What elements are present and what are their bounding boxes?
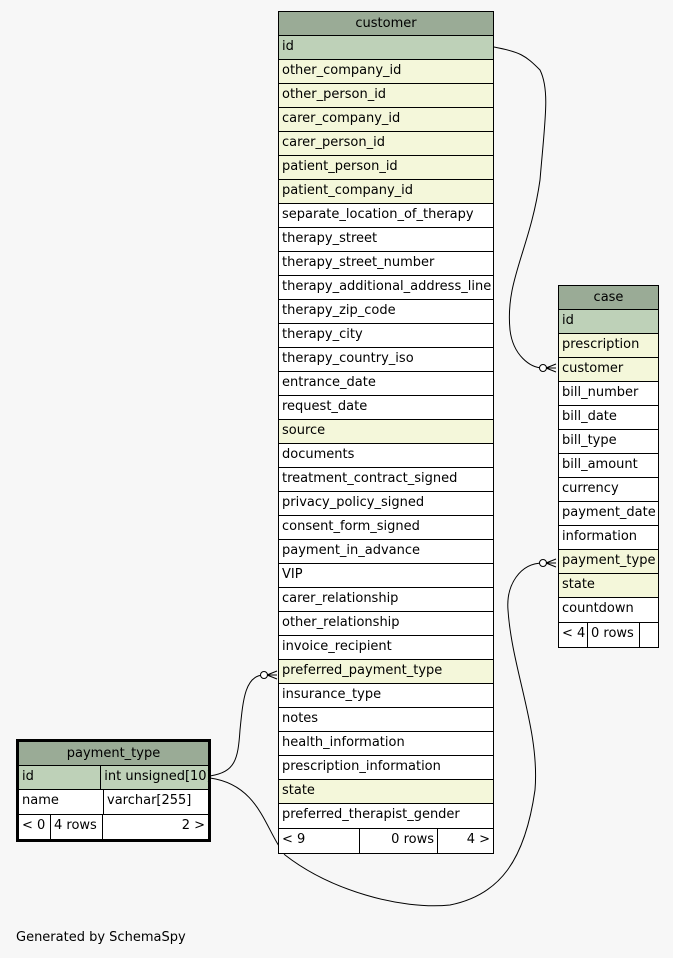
case-column-bill-number: bill_number: [559, 382, 658, 406]
customer-column-vip: VIP: [279, 564, 493, 588]
customer-column-notes: notes: [279, 708, 493, 732]
payment-type-table-header: payment_type: [19, 742, 208, 766]
customer-table-header: customer: [279, 12, 493, 36]
customer-table-footer: < 9 0 rows 4 >: [279, 828, 493, 853]
case-column-payment-date: payment_date: [559, 502, 658, 526]
case-column-bill-date: bill_date: [559, 406, 658, 430]
customer-column-therapy-city: therapy_city: [279, 324, 493, 348]
case-column-information: information: [559, 526, 658, 550]
customer-column-health-information: health_information: [279, 732, 493, 756]
customer-children-count: 4 >: [466, 832, 490, 847]
customer-column-other-person-id: other_person_id: [279, 84, 493, 108]
column-type: varchar[255]: [107, 793, 192, 808]
case-column-prescription: prescription: [559, 334, 658, 358]
edge-payment-type-customer-end: [260, 671, 268, 679]
customer-column-other-relationship: other_relationship: [279, 612, 493, 636]
case-column-bill-type: bill_type: [559, 430, 658, 454]
customer-row-count: 0 rows: [360, 829, 438, 853]
case-parents-count: < 4: [559, 623, 588, 647]
customer-column-prescription-information: prescription_information: [279, 756, 493, 780]
customer-column-other-company-id: other_company_id: [279, 60, 493, 84]
case-row-count: 0 rows: [588, 623, 640, 647]
customer-column-therapy-street-number: therapy_street_number: [279, 252, 493, 276]
column-name: id: [19, 766, 102, 789]
case-column-payment-type: payment_type: [559, 550, 658, 574]
customer-column-insurance-type: insurance_type: [279, 684, 493, 708]
generated-by-label: Generated by SchemaSpy: [16, 930, 186, 945]
customer-column-patient-person-id: patient_person_id: [279, 156, 493, 180]
customer-column-therapy-street: therapy_street: [279, 228, 493, 252]
payment-type-row-count: 4 rows: [51, 815, 103, 839]
customer-column-invoice-recipient: invoice_recipient: [279, 636, 493, 660]
case-table-footer: < 4 0 rows: [559, 622, 658, 647]
customer-column-entrance-date: entrance_date: [279, 372, 493, 396]
customer-column-therapy-country-iso: therapy_country_iso: [279, 348, 493, 372]
case-column-customer: customer: [559, 358, 658, 382]
case-table-header: case: [559, 286, 658, 310]
customer-column-carer-relationship: carer_relationship: [279, 588, 493, 612]
customer-column-carer-company-id: carer_company_id: [279, 108, 493, 132]
payment-type-children-count: 2 >: [181, 818, 205, 833]
customer-parents-count: < 9: [279, 829, 360, 853]
customer-column-preferred-therapist-gender: preferred_therapist_gender: [279, 804, 493, 828]
payment-type-parents-count: < 0: [19, 815, 51, 839]
customer-column-patient-company-id: patient_company_id: [279, 180, 493, 204]
customer-column-treatment-contract-signed: treatment_contract_signed: [279, 468, 493, 492]
edge-customer-case-end: [539, 364, 547, 372]
case-children-count: [640, 623, 658, 647]
customer-column-carer-person-id: carer_person_id: [279, 132, 493, 156]
case-column-currency: currency: [559, 478, 658, 502]
customer-column-separate-location-of-therapy: separate_location_of_therapy: [279, 204, 493, 228]
case-column-id: id: [559, 310, 658, 334]
customer-column-therapy-additional-address-line: therapy_additional_address_line: [279, 276, 493, 300]
customer-column-state: state: [279, 780, 493, 804]
customer-column-therapy-zip-code: therapy_zip_code: [279, 300, 493, 324]
column-type: int unsigned[10]: [104, 769, 208, 784]
case-column-state: state: [559, 574, 658, 598]
customer-column-request-date: request_date: [279, 396, 493, 420]
case-column-countdown: countdown: [559, 598, 658, 622]
case-column-bill-amount: bill_amount: [559, 454, 658, 478]
column-name: name: [19, 790, 104, 814]
edge-payment-type-case-end: [539, 559, 547, 567]
customer-column-documents: documents: [279, 444, 493, 468]
customer-column-consent-form-signed: consent_form_signed: [279, 516, 493, 540]
edge-customer-case: [493, 46, 547, 369]
edge-payment-type-customer: [209, 674, 265, 777]
customer-column-privacy-policy-signed: privacy_policy_signed: [279, 492, 493, 516]
payment-type-table-footer: < 0 4 rows 2 >: [19, 814, 208, 839]
customer-column-id: id: [279, 36, 493, 60]
customer-column-preferred-payment-type: preferred_payment_type: [279, 660, 493, 684]
customer-column-source: source: [279, 420, 493, 444]
customer-column-payment-in-advance: payment_in_advance: [279, 540, 493, 564]
